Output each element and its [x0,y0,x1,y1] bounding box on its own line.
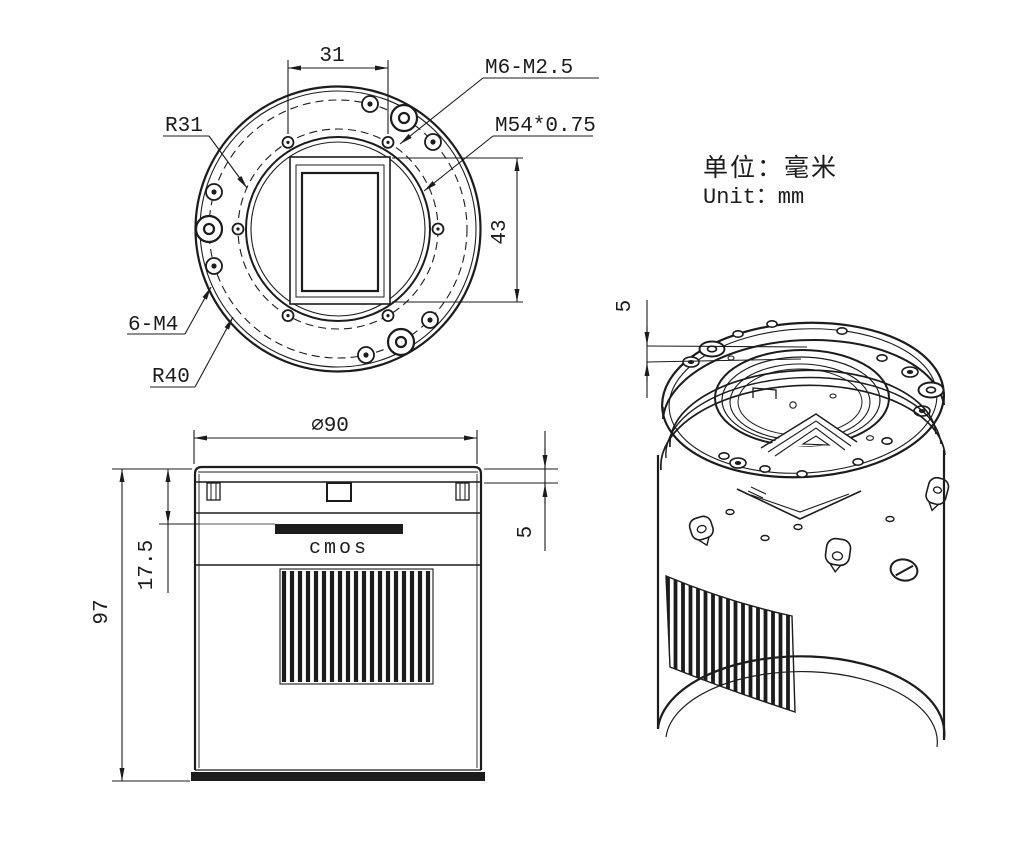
leader-6-m4: 6-M4 [127,286,212,337]
base-plate [191,772,485,781]
iso-view: 5 [614,300,950,748]
iso-body [656,450,946,748]
sensor-section: cmos [168,523,403,560]
leader-r31: R31 [163,115,248,189]
dim-43: 43 [489,219,512,244]
iso-dimensions: 5 [614,300,808,398]
iso-flange [661,321,945,479]
dim-5-iso: 5 [614,300,637,313]
clamp-lug-left [688,515,714,547]
side-dimensions: ∅90 97 17.5 5 [91,415,558,782]
heatsink-vents [279,568,434,685]
sensor-active-area [300,171,380,293]
iso-sensor-corner [727,355,875,457]
dim-31: 31 [319,45,344,68]
iso-collar [659,369,950,573]
sensor-plate [289,156,391,305]
label-m6-m2-5: M6-M2.5 [485,57,573,80]
dim-17-5: 17.5 [136,540,159,590]
side-view: cmos ∅90 97 17.5 [91,415,558,782]
clamp-lug-right [925,476,950,512]
aperture-thread [245,136,431,322]
m6-counterbore-holes [194,103,419,357]
label-cmos: cmos [309,537,369,560]
side-body-outline [191,465,485,781]
leader-m6-m2-5: M6-M2.5 [399,57,599,145]
side-screw [889,558,919,582]
dim-97: 97 [91,599,114,624]
label-r31: R31 [165,115,203,138]
label-m54: M54*0.75 [495,115,596,138]
m2-5-holes [205,95,442,364]
units-en: Unit：mm [703,185,804,210]
sensor-bar [275,524,403,534]
front-dimensions: 31 43 M6-M2.5 M54*0.75 R31 [127,45,599,389]
label-6-m4: 6-M4 [128,314,178,337]
clamp-tabs [206,482,470,502]
iso-heatsink-vents [665,574,796,713]
front-view: 31 43 M6-M2.5 M54*0.75 R31 [127,45,599,389]
clamp-lug-front [824,537,852,573]
leader-m54: M54*0.75 [423,115,596,192]
dim-diameter-90: ∅90 [311,415,349,438]
leader-r40: R40 [150,316,234,389]
label-r40: R40 [152,366,190,389]
dim-5-side: 5 [515,526,538,539]
units-cn: 单位：毫米 [703,153,838,182]
sensor-window [289,156,391,305]
units-note: 单位：毫米 Unit：mm [703,153,838,210]
m4-holes [231,135,445,323]
